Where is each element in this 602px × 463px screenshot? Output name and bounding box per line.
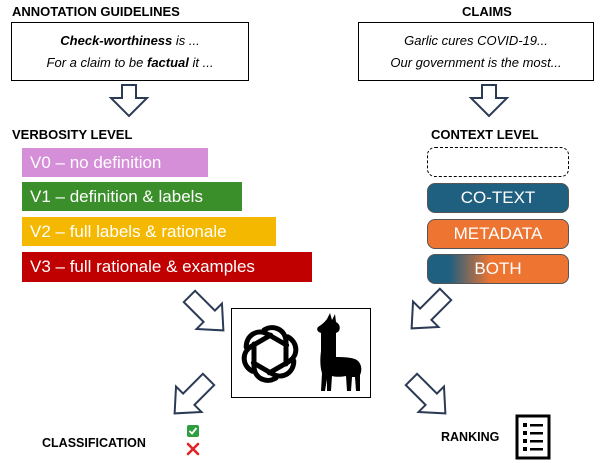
context-none-placeholder	[427, 147, 569, 177]
ranking-label: RANKING	[441, 430, 500, 444]
claim-1: Garlic cures COVID-19...	[404, 32, 548, 48]
guidelines-line-1: Check-worthiness is ...	[60, 30, 199, 52]
down-arrow-claims	[468, 84, 510, 118]
verbosity-v1: V1 – definition & labels	[22, 182, 242, 211]
context-level-heading: CONTEXT LEVEL	[431, 127, 539, 142]
claims-box: Garlic cures COVID-19... Our government …	[358, 22, 594, 81]
openai-logo-icon	[241, 325, 299, 383]
claims-heading: CLAIMS	[462, 4, 512, 19]
verbosity-v0: V0 – no definition	[22, 148, 208, 177]
classification-icons	[186, 425, 200, 456]
context-both: BOTH	[427, 254, 569, 284]
model-box	[231, 308, 371, 398]
classification-label: CLASSIFICATION	[42, 436, 146, 450]
annotation-guidelines-box: Check-worthiness is ... For a claim to b…	[11, 22, 249, 81]
check-worthiness-term: Check-worthiness	[60, 32, 173, 48]
context-cotext: CO-TEXT	[427, 183, 569, 213]
context-metadata: METADATA	[427, 219, 569, 249]
guidelines-line-2-rest: it ...	[188, 54, 214, 70]
down-arrow-guidelines	[108, 84, 150, 118]
verbosity-v2: V2 – full labels & rationale	[22, 217, 276, 246]
verbosity-level-heading: VERBOSITY LEVEL	[12, 127, 133, 142]
factual-term: factual	[146, 54, 189, 70]
arrow-context-to-model	[410, 287, 453, 330]
guidelines-line-1-rest: is ...	[172, 32, 200, 48]
guidelines-line-2-start: For a claim to be	[46, 54, 147, 70]
cross-mark-icon	[186, 442, 200, 456]
llama-icon	[317, 313, 362, 391]
arrow-model-to-ranking	[404, 372, 447, 415]
check-mark-icon	[187, 425, 199, 437]
annotation-guidelines-heading: ANNOTATION GUIDELINES	[12, 4, 180, 19]
guidelines-line-2: For a claim to be factual it ...	[47, 52, 214, 74]
arrow-verbosity-to-model	[182, 289, 225, 332]
verbosity-v3: V3 – full rationale & examples	[22, 252, 312, 282]
claim-2: Our government is the most...	[390, 54, 562, 70]
arrow-model-to-classification	[173, 372, 216, 415]
list-document-icon	[515, 414, 551, 460]
